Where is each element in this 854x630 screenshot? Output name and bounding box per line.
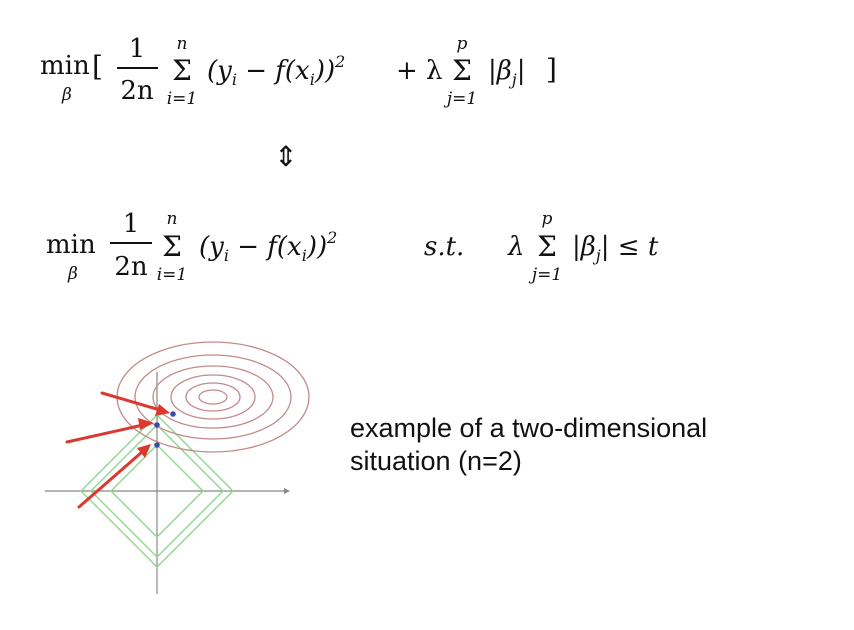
fraction-denominator-2: 2n [114,252,148,282]
open-bracket: [ [92,50,103,83]
lasso-contour-illustration [45,341,310,594]
sum1-upper-limit: n [177,34,188,54]
sum1-body: (yi − f(xi))2 [207,52,345,89]
sum1-body-2: (yi − f(xi))2 [199,228,337,265]
plus-lambda: + λ [396,56,443,86]
constraint-diamond [110,444,204,538]
constraint-diamond [80,414,234,568]
loss-contour [134,354,292,440]
pointer-arrowhead-icon [138,418,154,430]
sum2-sigma-2: Σ [537,230,557,263]
sum2-lower-limit: j=1 [443,89,477,109]
equivalence-arrow-icon: ⇕ [274,140,297,173]
fraction-numerator: 1 [129,34,146,64]
sum1-upper-limit-2: n [167,209,178,229]
lasso-penalized-formula: min β [ 1 2n n Σ i=1 (yi − f(xi))2 + λ p… [40,34,557,109]
sum2-body: |βj| [488,56,526,89]
pointer-arrowhead-icon [137,444,151,458]
min-subscript: β [61,85,72,105]
sum2-sigma: Σ [452,54,472,87]
min-subscript-2: β [67,264,78,284]
caption-line-2: situation (n=2) [350,446,522,476]
loss-contour [170,374,256,420]
constraint-diamond [90,424,224,558]
lambda-symbol: λ [507,232,524,262]
sum2-upper-limit: p [457,34,468,54]
caption-line-1: example of a two-dimensional [350,413,708,443]
pointer-arrowhead-icon [155,404,170,416]
pointer-arrow [77,450,144,509]
such-that-label: s.t. [424,232,464,262]
sum1-sigma-2: Σ [162,230,182,263]
loss-contour [152,365,274,429]
pointer-arrow [65,423,145,444]
tangent-point [154,422,160,428]
fraction-denominator: 2n [120,76,154,106]
sum2-body-2: |βj| ≤ t [572,232,659,265]
tangent-point [170,411,176,417]
sum1-lower-limit: i=1 [167,89,198,109]
min-operator-2: min [46,230,96,260]
min-operator: min [40,51,90,81]
sum2-upper-limit-2: p [542,209,553,229]
x-axis-arrowhead-icon [284,488,290,494]
loss-contour [198,389,228,405]
sum1-lower-limit-2: i=1 [157,265,188,285]
tangent-point [154,442,160,448]
close-bracket: ] [546,53,557,86]
illustration-caption: example of a two-dimensional situation (… [350,412,820,478]
sum2-lower-limit-2: j=1 [528,265,562,285]
fraction-numerator-2: 1 [123,209,140,239]
loss-contour [185,382,241,412]
pointer-arrow [100,391,162,412]
lasso-constrained-formula: min β 1 2n n Σ i=1 (yi − f(xi))2 s.t. λ … [46,209,659,285]
sum1-sigma: Σ [172,54,192,87]
